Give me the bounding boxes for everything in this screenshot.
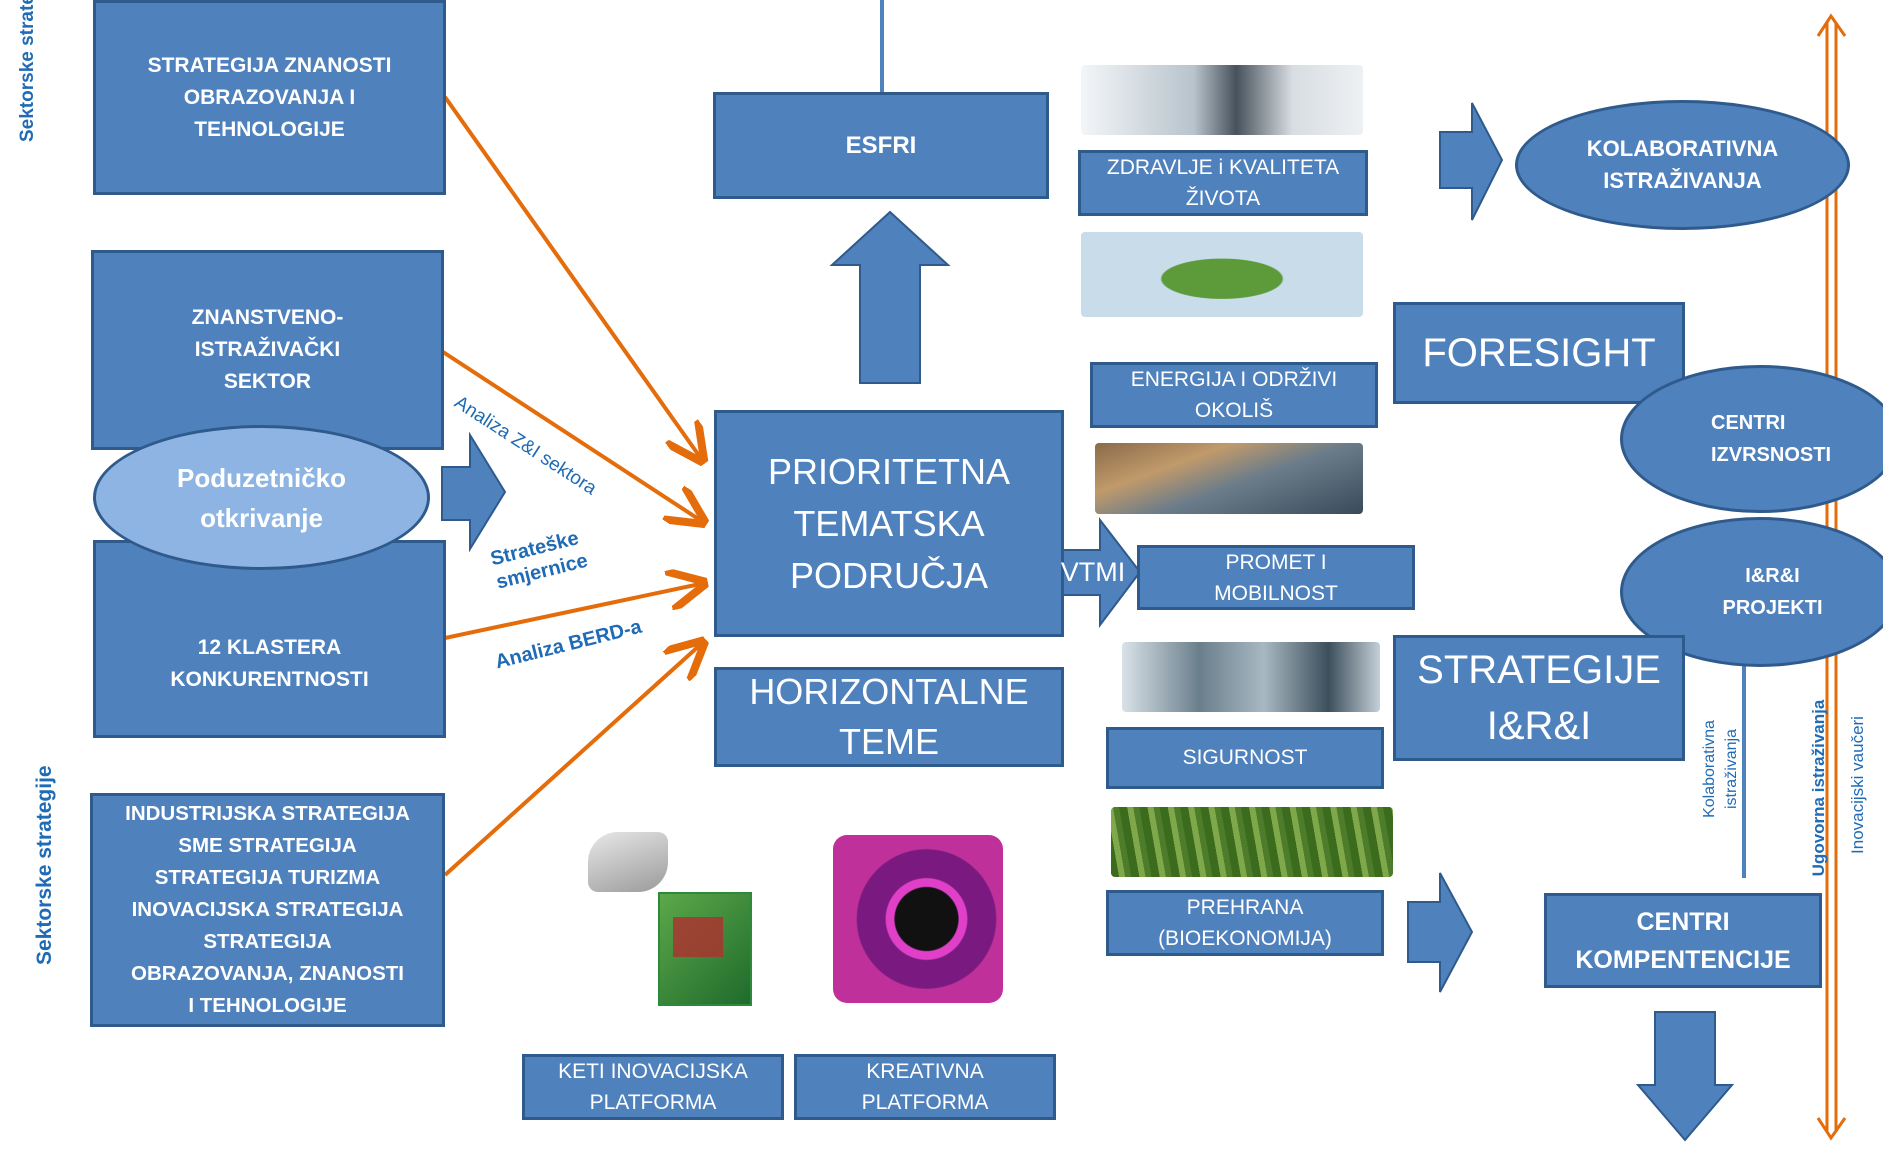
block-arrow-kompetencije-icon bbox=[1407, 872, 1474, 993]
industrijska-line-4: INOVACIJSKA STRATEGIJA bbox=[131, 898, 404, 921]
poduzetnicko-otkrivanje-ellipse: Poduzetničko otkrivanje bbox=[93, 425, 430, 570]
kreativna-platforma-box: KREATIVNA PLATFORMA bbox=[794, 1054, 1056, 1120]
orange-arrow-up-icon bbox=[1816, 13, 1847, 37]
industrijska-line-5: STRATEGIJA bbox=[203, 930, 332, 953]
prioritetna-tematska-podrucja-box: PRIORITETNA TEMATSKA PODRUČJA bbox=[714, 410, 1064, 637]
centri-kompetencije-box: CENTRI KOMPENTENCIJE bbox=[1544, 893, 1822, 988]
industrijska-line-1: INDUSTRIJSKA STRATEGIJA bbox=[125, 802, 410, 825]
sigurnost-machinery-image bbox=[1122, 642, 1380, 712]
block-arrow-kolaborativna-icon bbox=[1439, 102, 1504, 221]
industrijska-line-2: SME STRATEGIJA bbox=[178, 834, 357, 857]
prehrana-field-image bbox=[1111, 807, 1393, 877]
block-arrow-right-icon bbox=[441, 431, 507, 553]
sektorske-strategije-bottom-label: Sektorske strategije bbox=[33, 765, 56, 965]
promet-port-image bbox=[1095, 443, 1363, 514]
block-arrow-down-icon bbox=[1635, 1011, 1735, 1142]
centri-izvrsnosti-ellipse: CENTRI IZVRSNOSTI bbox=[1620, 365, 1883, 513]
zdravlje-box: ZDRAVLJE i KVALITETA ŽIVOTA bbox=[1078, 150, 1368, 216]
horizontalne-teme-box: HORIZONTALNE TEME bbox=[714, 667, 1064, 767]
industrijska-strategija-box: INDUSTRIJSKA STRATEGIJA SME STRATEGIJA S… bbox=[90, 793, 445, 1027]
strategije-irri-box: STRATEGIJE I&R&I bbox=[1393, 635, 1685, 761]
arrow-industrijska-to-prioritetna bbox=[443, 645, 700, 877]
orange-arrow-down-icon bbox=[1816, 1117, 1847, 1141]
kolaborativna-istrazivanja-ellipse: KOLABORATIVNA ISTRAŽIVANJA bbox=[1515, 100, 1850, 230]
zdravlje-lab-image bbox=[1081, 65, 1363, 135]
foresight-box: FORESIGHT bbox=[1393, 302, 1685, 404]
znanstveno-istrazivacki-box: ZNANSTVENO-ISTRAŽIVAČKI SEKTOR bbox=[91, 250, 444, 450]
esfri-box: ESFRI bbox=[713, 92, 1049, 199]
promet-box: PROMET I MOBILNOST bbox=[1137, 545, 1415, 610]
keti-inovacijska-platforma-box: KETI INOVACIJSKA PLATFORMA bbox=[522, 1054, 784, 1120]
kreativna-music-image bbox=[833, 835, 1003, 1003]
energija-box: ENERGIJA I ODRŽIVI OKOLIŠ bbox=[1090, 362, 1378, 428]
keti-cube-image bbox=[588, 832, 756, 1014]
vtmi-label: VTMI bbox=[1060, 557, 1126, 587]
energija-earth-image bbox=[1081, 232, 1363, 317]
arrow-klastera-to-prioritetna bbox=[444, 584, 700, 640]
sektorske-strategije-top-label: Sektorske strategije bbox=[17, 0, 38, 142]
kolaborativna-vertical-label: Kolaborativna istraživanja bbox=[1701, 720, 1740, 818]
industrijska-line-7: I TEHNOLOGIJE bbox=[188, 994, 347, 1017]
strategija-znanosti-box: STRATEGIJA ZNANOSTI OBRAZOVANJA I TEHNOL… bbox=[93, 0, 446, 195]
industrijska-line-6: OBRAZOVANJA, ZNANOSTI bbox=[131, 962, 404, 985]
ugovorna-vertical-label: Ugovorna istraživanja bbox=[1809, 699, 1828, 877]
block-arrow-up-icon bbox=[829, 210, 951, 384]
industrijska-line-3: STRATEGIJA TURIZMA bbox=[154, 866, 381, 889]
arrow-strategija-to-prioritetna bbox=[443, 95, 700, 457]
sigurnost-box: SIGURNOST bbox=[1106, 727, 1384, 789]
inovacijski-vertical-label: Inovacijski vaučeri bbox=[1848, 716, 1867, 854]
prehrana-box: PREHRANA (BIOEKONOMIJA) bbox=[1106, 890, 1384, 956]
arrow-znanstveno-to-prioritetna bbox=[438, 348, 700, 520]
